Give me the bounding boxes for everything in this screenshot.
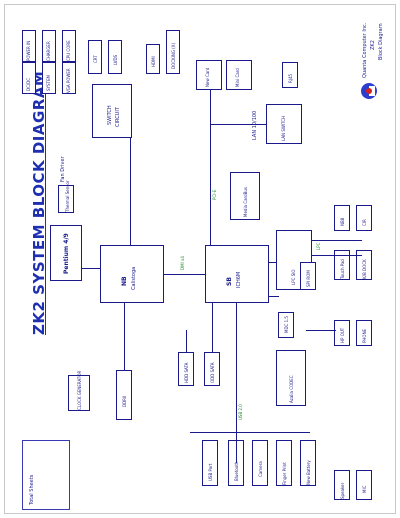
nb-switch-link (130, 138, 131, 245)
mdc-box: MDC 1.5 (278, 312, 294, 338)
phone-box: PHONE (356, 320, 372, 346)
fan-label: Fan Driver (60, 156, 66, 182)
cir-box: CIR (356, 205, 372, 231)
cpu-nb-link (82, 268, 100, 269)
thermal-box: Thermal Sensor (58, 181, 74, 213)
lan-label: LAN 10/100 (252, 110, 258, 140)
new-battery-box: New Battery (300, 440, 316, 486)
nb-box: NB Calistoga (100, 245, 164, 303)
touchpad-box: Touch Pad (334, 250, 350, 280)
crt-box: CRT (88, 40, 102, 74)
sb-pcie-link (210, 90, 211, 245)
audio-bus-right (306, 330, 336, 331)
cpu-core-box: CPU CORE (62, 30, 76, 62)
ddr-box: DDRII (116, 370, 132, 420)
cpu-box: Pentium 4/9 (50, 225, 82, 281)
footer-box: Total Sheets (22, 440, 70, 510)
nb8-box: NB8 (334, 205, 350, 231)
hdd-box: HDD SATA (178, 352, 194, 386)
lpc-bus (312, 240, 362, 241)
sb-bus-down (236, 303, 237, 463)
dc-dc-box: DC/DC (22, 62, 36, 94)
signal-dmi-label: DMI x4 (180, 256, 185, 270)
finger-box: Finger Print (276, 440, 292, 486)
hp-box: HP OUT (334, 320, 350, 346)
ddr-link (124, 303, 125, 370)
page-title: ZK2 SYSTEM BLOCK DIAGRAM (30, 70, 48, 335)
hdd-link (186, 330, 187, 352)
speaker-box: Speaker (334, 470, 350, 500)
lan-link (210, 124, 266, 125)
usb-bus (190, 432, 310, 433)
sb-box: SB ICH6M (205, 245, 269, 303)
nb-sb-link (164, 274, 205, 275)
odd-link (212, 303, 213, 352)
cardbus-box: Media CardBus (230, 172, 260, 220)
quanta-logo-icon (361, 83, 377, 99)
signal-pcie-label: PCI-E (212, 189, 217, 200)
company-project: ZK2 (370, 40, 376, 50)
lpc-bus2 (312, 255, 362, 256)
signal-usb-label: USB 2.0 (238, 404, 243, 420)
rj45-box: RJ45 (282, 62, 298, 88)
audio-box: Azalia CODEC (276, 350, 306, 406)
switch-box: SWITCH CIRCUIT (92, 84, 132, 138)
new-card-box: New Card (196, 60, 222, 90)
lvds-box: LVDS (108, 40, 122, 74)
odd-box: ODD SATA (204, 352, 220, 386)
sheet-border (4, 4, 396, 514)
mini-card-box: Mini Card (226, 60, 252, 90)
charger-box: CHARGER (42, 30, 56, 62)
usb-box: USB Port (202, 440, 218, 486)
mic-box: MIC (356, 470, 372, 500)
signal-lpc-label: LPC (316, 242, 321, 250)
camera-box: Camera (252, 440, 268, 486)
bios-box: SPI ROM (300, 262, 316, 290)
power-in-box: POWER IN (22, 30, 36, 62)
sb-sio-link (269, 262, 276, 263)
docking-box: DOCKING (X) (166, 30, 180, 74)
clock-box: CLOCK GENERATOR (68, 371, 90, 411)
vga-power-box: VGA POWER (62, 62, 76, 94)
company-name: Quanta Computer Inc. (362, 22, 368, 78)
audio-link (269, 296, 279, 297)
lan-switch-box: LAN SWITCH (266, 104, 302, 144)
keyboard-box: K/B DOCK (356, 250, 372, 280)
system-box: SYSTEM (42, 62, 56, 94)
doc-title: Block Diagram (378, 23, 384, 60)
hdmi-box: HDMI (146, 44, 160, 74)
